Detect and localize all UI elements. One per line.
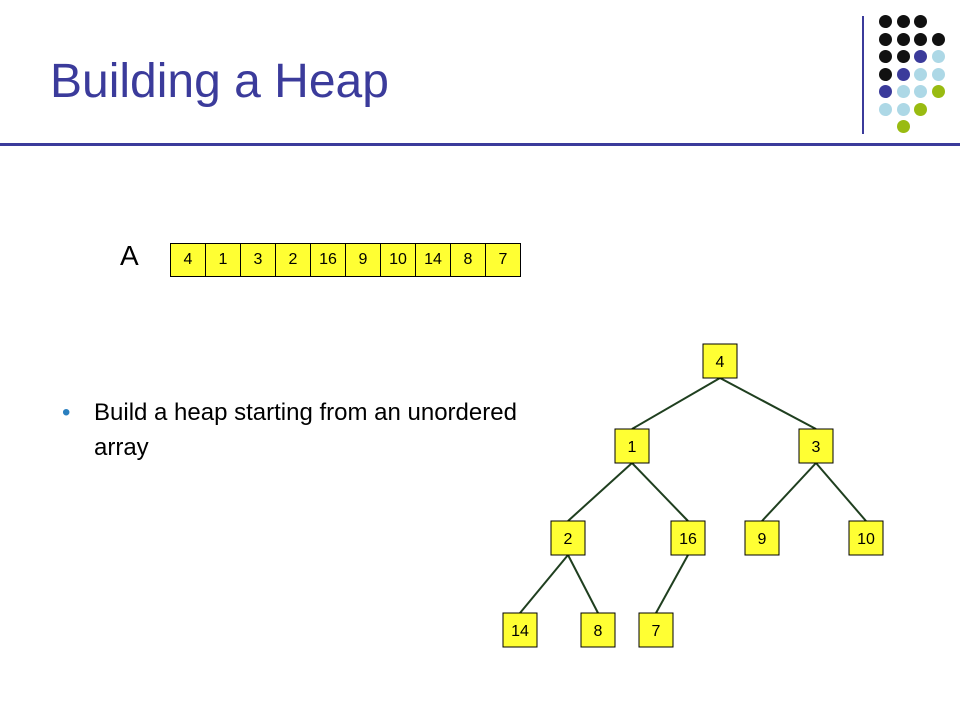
decorative-vertical-rule: [862, 16, 864, 134]
tree-node-box: [702, 343, 738, 379]
tree-node: 4: [702, 343, 738, 379]
tree-node: 9: [744, 520, 780, 556]
tree-node-label: 7: [652, 623, 661, 640]
tree-edge: [655, 554, 689, 614]
array-cell: 9: [345, 243, 381, 277]
bullet-list: • Build a heap starting from an unordere…: [62, 395, 522, 465]
tree-node-box: [798, 428, 834, 464]
tree-edge: [631, 377, 721, 430]
tree-edge: [519, 554, 569, 614]
tree-node-box: [580, 612, 616, 648]
tree-node: 2: [550, 520, 586, 556]
array-label: A: [120, 240, 139, 271]
tree-node-box: [502, 612, 538, 648]
tree-edge: [761, 462, 817, 522]
tree-node-label: 10: [857, 531, 875, 548]
array-cell: 10: [380, 243, 416, 277]
array-cell: 1: [205, 243, 241, 277]
tree-node-label: 16: [679, 531, 697, 548]
tree-node: 8: [580, 612, 616, 648]
tree-node-box: [670, 520, 706, 556]
array-cell: 16: [310, 243, 346, 277]
tree-node-label: 14: [511, 623, 529, 640]
tree-node: 16: [670, 520, 706, 556]
tree-node-label: 4: [716, 354, 725, 371]
title-underline: [0, 143, 960, 146]
bullet-item: • Build a heap starting from an unordere…: [62, 395, 522, 465]
tree-node: 14: [502, 612, 538, 648]
tree-edge: [815, 462, 867, 522]
tree-node-label: 9: [758, 531, 767, 548]
bullet-text: Build a heap starting from an unordered …: [94, 399, 517, 461]
tree-node-box: [614, 428, 650, 464]
tree-node: 10: [848, 520, 884, 556]
tree-node-label: 2: [564, 531, 573, 548]
tree-node: 3: [798, 428, 834, 464]
tree-node: 1: [614, 428, 650, 464]
tree-node-box: [744, 520, 780, 556]
tree-node-label: 8: [594, 623, 603, 640]
tree-edge: [567, 462, 633, 522]
tree-node-box: [848, 520, 884, 556]
tree-edge: [719, 377, 817, 430]
tree-edge: [567, 554, 599, 614]
array-cell: 14: [415, 243, 451, 277]
tree-node-box: [550, 520, 586, 556]
tree-node-label: 1: [628, 439, 637, 456]
slide-title: Building a Heap: [50, 55, 389, 108]
bullet-icon: •: [62, 399, 71, 426]
array-cell: 4: [170, 243, 206, 277]
array-cell: 8: [450, 243, 486, 277]
tree-node-box: [638, 612, 674, 648]
tree-edge: [631, 462, 689, 522]
tree-node-label: 3: [812, 439, 821, 456]
tree-node: 7: [638, 612, 674, 648]
array-cell: 7: [485, 243, 521, 277]
